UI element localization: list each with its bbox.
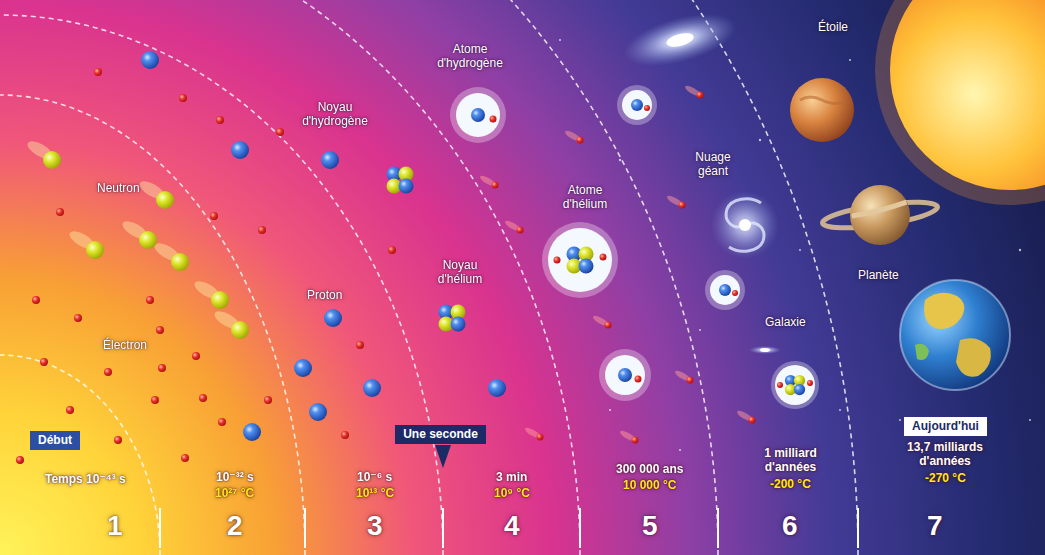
particle-label: Atome d'hydrogène: [425, 42, 515, 70]
time-label: 300 000 ans: [616, 462, 683, 476]
time-label: 1 milliard d'années: [743, 446, 838, 474]
object-label: Galaxie: [765, 315, 806, 329]
time-label: 3 min: [496, 470, 527, 484]
time-label: 10⁻³² s: [216, 470, 254, 484]
temperature-label: -200 °C: [770, 477, 811, 491]
box-text: Début: [37, 433, 73, 448]
callout-number: 6: [782, 510, 798, 542]
temperature-label: 10¹³ °C: [356, 486, 394, 500]
temperature-label: 10 000 °C: [623, 478, 677, 492]
object-label: Nuage géant: [684, 150, 742, 178]
temperature-label: 10²⁷ °C: [215, 486, 254, 500]
particle-label: Noyau d'hélium: [424, 258, 496, 286]
time-label: Temps 10⁻⁴³ s: [45, 472, 126, 486]
callout-number: 4: [504, 510, 520, 542]
time-marker-box: Une seconde: [395, 425, 486, 444]
particle-label: Neutron: [97, 181, 140, 195]
callout-number: 1: [107, 510, 123, 542]
start-tag: Début: [30, 431, 80, 450]
object-label: Planète: [858, 268, 899, 282]
particle-label: Proton: [307, 288, 342, 302]
time-label: 13,7 milliards d'années: [885, 440, 1005, 468]
object-label: Étoile: [818, 20, 848, 34]
box-text: Une seconde: [402, 427, 479, 442]
particle-label: Noyau d'hydrogène: [290, 100, 380, 128]
today-tag: Aujourd'hui: [904, 417, 987, 436]
time-label: 10⁻⁶ s: [357, 470, 392, 484]
particle-label: Atome d'hélium: [549, 183, 621, 211]
callout-number: 7: [927, 510, 943, 542]
temperature-label: 10⁹ °C: [494, 486, 530, 500]
callout-number: 3: [367, 510, 383, 542]
box-text: Aujourd'hui: [911, 419, 980, 434]
particle-label: Électron: [103, 338, 147, 352]
callout-number: 5: [642, 510, 658, 542]
temperature-label: -270 °C: [925, 471, 966, 485]
callout-number: 2: [227, 510, 243, 542]
